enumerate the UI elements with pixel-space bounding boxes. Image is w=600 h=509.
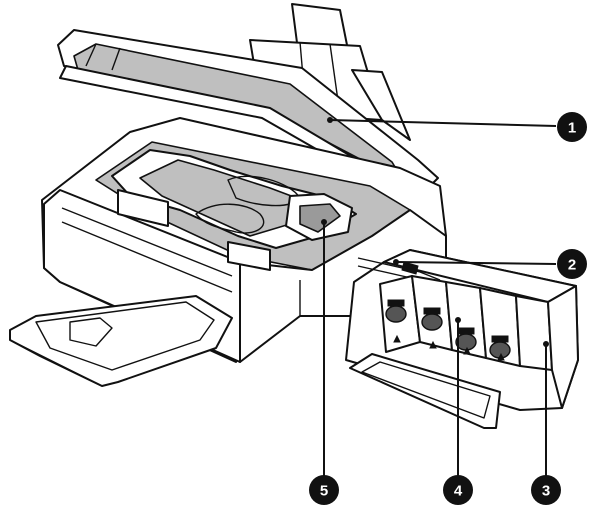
leader-line-1	[329, 119, 557, 127]
callout-leaders	[321, 117, 557, 476]
callout-4: 4	[443, 475, 473, 505]
print-head-area	[111, 149, 357, 271]
callout-4-label: 4	[454, 483, 463, 500]
callout-2: 2	[557, 249, 587, 279]
callout-1-label: 1	[568, 120, 576, 137]
callout-3-label: 3	[542, 483, 550, 500]
leader-line-2	[395, 261, 557, 265]
callout-2-label: 2	[568, 257, 576, 274]
callout-5: 5	[309, 475, 339, 505]
output-tray	[9, 295, 233, 387]
callout-5-label: 5	[320, 483, 328, 500]
callout-3: 3	[531, 475, 561, 505]
callout-1: 1	[557, 112, 587, 142]
ink-tank-unit	[345, 249, 579, 429]
